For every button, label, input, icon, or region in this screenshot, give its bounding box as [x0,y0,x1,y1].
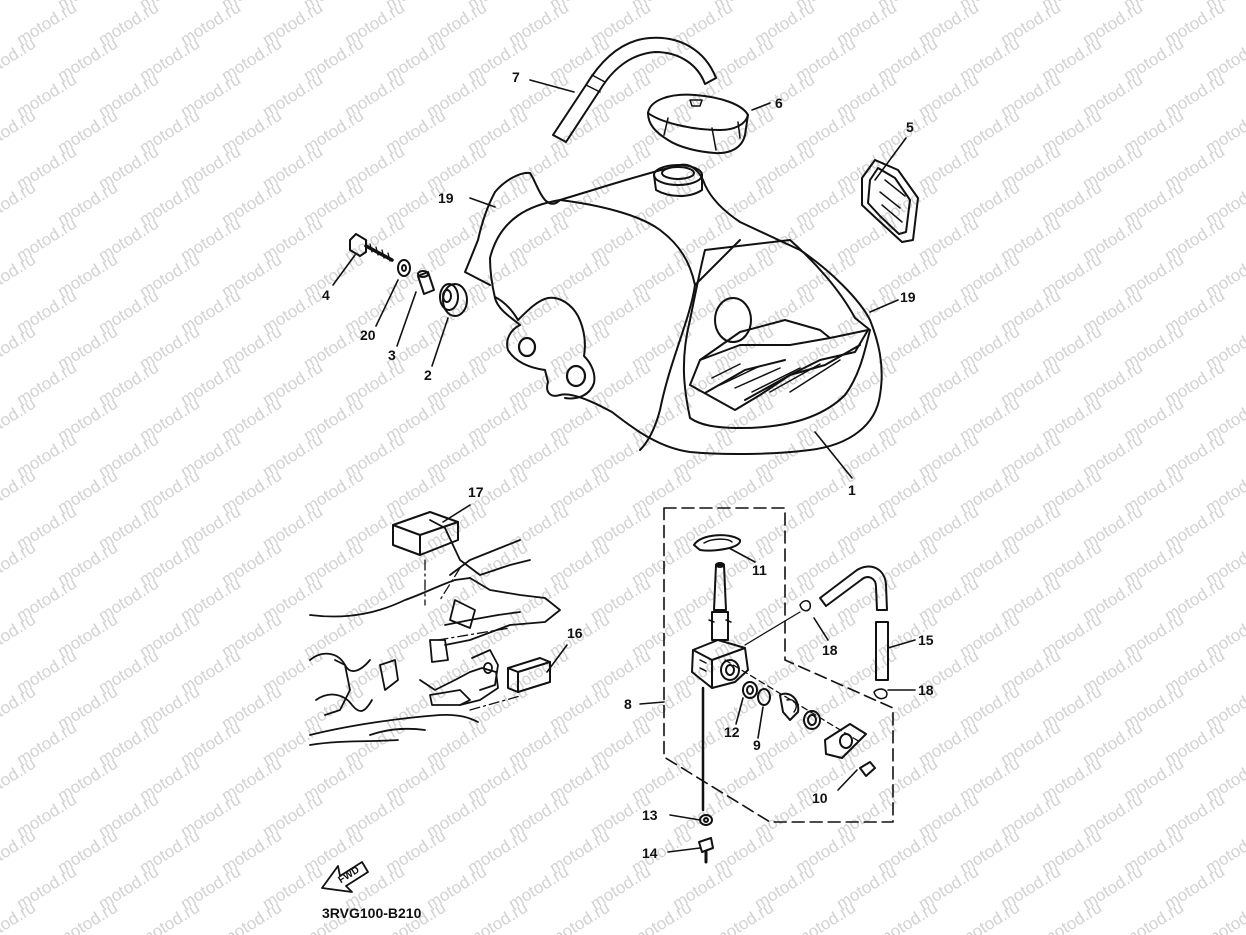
callout-18a: 18 [822,642,838,658]
callout-19b: 19 [900,289,916,305]
fuel-cock-small-parts [693,534,888,864]
fuel-cock-group-box [663,507,894,823]
assembly-lines [724,611,861,743]
leader-lines [332,79,916,853]
callout-3: 3 [388,347,396,363]
callout-5: 5 [906,119,914,135]
callout-18b: 18 [918,682,934,698]
callout-4: 4 [322,287,330,303]
callout-8: 8 [624,696,632,712]
emblem-plate [861,159,919,243]
callout-11: 11 [752,562,767,578]
side-cover-left [464,171,561,286]
callout-13: 13 [642,807,658,823]
drawing-code: 3RVG100-B210 [322,905,422,921]
fuel-hose [819,565,889,681]
callout-12: 12 [724,724,740,740]
callout-10: 10 [812,790,828,806]
vent-hose [552,36,717,143]
callout-1: 1 [848,482,856,498]
callout-7: 7 [512,69,520,85]
callout-19a: 19 [438,190,454,206]
damper-top [392,511,459,556]
callout-15: 15 [918,632,934,648]
callout-2: 2 [424,367,432,383]
fuel-cap [647,93,749,155]
damper-side [507,657,551,693]
mount-hardware [349,233,468,317]
callout-16: 16 [567,625,583,641]
fuel-tank [489,163,883,456]
forward-arrow-icon [321,861,369,893]
forward-arrow-label: FWD [336,865,361,886]
fuel-cock [691,562,800,812]
frame-section [309,519,561,746]
callout-9: 9 [753,737,761,753]
callout-17: 17 [468,484,484,500]
location-lines [424,559,521,711]
callout-14: 14 [642,845,658,861]
callout-6: 6 [775,95,783,111]
callout-20: 20 [360,327,376,343]
